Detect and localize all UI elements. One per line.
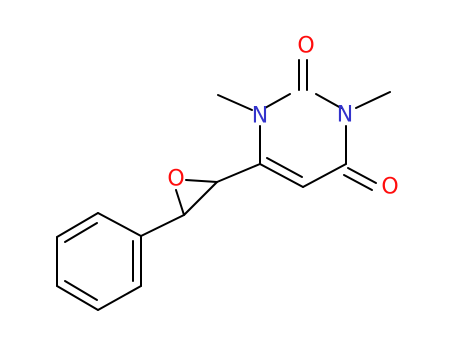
bond-ph-5-6 — [97, 285, 142, 311]
bond-c6-epoxide — [216, 163, 261, 183]
bond-ph-inner-a — [64, 222, 98, 243]
bond-c4-o-right-a — [347, 167, 377, 184]
bond-ph-1-2 — [97, 212, 142, 237]
bond-epoxide-phenyl — [140, 214, 185, 237]
bond-ph-4-5 — [56, 285, 99, 311]
bond-c4-o-right-b — [343, 174, 373, 191]
bond-c2-n3 — [315, 93, 342, 109]
bond-epoxide-o-c1 — [185, 179, 218, 183]
bond-c5-c6-inner — [266, 157, 303, 178]
bond-ph-2-3 — [56, 212, 99, 238]
bond-n3-methyl — [355, 91, 391, 109]
bond-n1-methyl — [217, 94, 253, 111]
oxygen-right-label: O — [381, 175, 398, 200]
bond-epoxide-o-c2 — [175, 189, 185, 216]
bond-n1-c2 — [264, 93, 291, 109]
oxygen-epoxide-label: O — [167, 167, 184, 192]
bond-ph-inner-b — [64, 280, 98, 301]
oxygen-top-label: O — [297, 34, 314, 59]
bond-c5-c6 — [259, 163, 304, 188]
bond-epoxide-c-c — [183, 181, 218, 216]
bond-c4-c5 — [302, 163, 347, 188]
nitrogen-n1-label: N — [252, 104, 268, 129]
nitrogen-n3-label: N — [337, 103, 353, 128]
